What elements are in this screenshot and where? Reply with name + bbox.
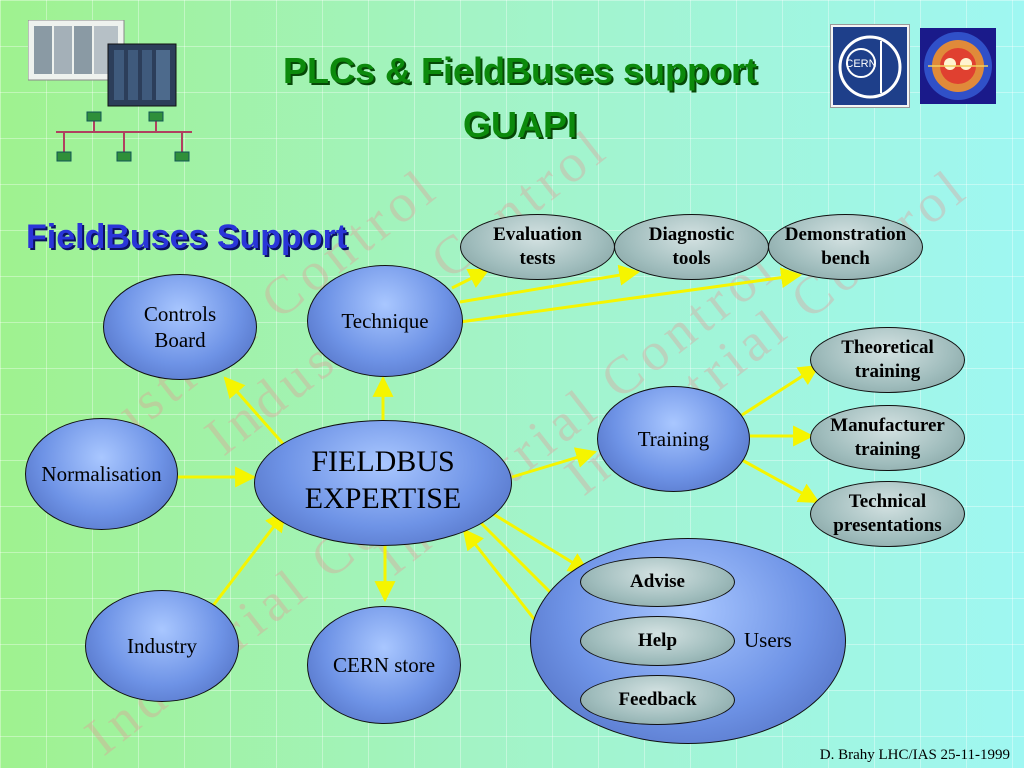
section-subtitle: FieldBuses Support	[26, 218, 348, 256]
node-feedback-label: Feedback	[618, 689, 697, 711]
node-feedback: Feedback	[580, 675, 735, 725]
arrow-to-evaluation-tests	[451, 268, 490, 290]
cern-logo-text: CERN	[845, 58, 876, 70]
node-users-label: Users	[744, 628, 792, 652]
arrow-to-demonstration-bench	[459, 267, 803, 324]
node-controls-board: Controls Board	[103, 274, 257, 380]
node-cern-store: CERN store	[307, 606, 461, 724]
node-diagnostic-tools-label: Diagnostic tools	[648, 224, 735, 269]
node-evaluation-tests: Evaluation tests	[460, 214, 615, 280]
node-fieldbus-expertise-label: FIELDBUS EXPERTISE	[304, 444, 462, 516]
page-title-line2: GUAPI	[462, 104, 577, 145]
node-evaluation-tests-label: Evaluation tests	[493, 224, 582, 269]
node-technical-presentations: Technical presentations	[810, 481, 965, 547]
footer-credit: D. Brahy LHC/IAS 25-11-1999	[819, 747, 1010, 763]
node-technical-presentations-label: Technical presentations	[833, 491, 942, 536]
node-normalisation: Normalisation	[25, 418, 178, 530]
node-help-label: Help	[637, 630, 678, 652]
node-demonstration-bench: Demonstration bench	[768, 214, 923, 280]
node-theoretical-training-label: Theoretical training	[841, 337, 934, 382]
page-title-line1: PLCs & FieldBuses support	[282, 50, 758, 91]
arrow-to-diagnostic-tools	[459, 264, 641, 304]
particle-collision-image	[920, 28, 996, 104]
node-manufacturer-training-label: Manufacturer training	[830, 415, 945, 460]
node-training-label: Training	[637, 426, 710, 451]
node-diagnostic-tools: Diagnostic tools	[614, 214, 769, 280]
cern-logo: CERN	[830, 24, 910, 108]
plc-hardware-image	[27, 19, 188, 120]
node-advise-label: Advise	[630, 571, 685, 593]
node-training: Training	[597, 386, 750, 492]
node-manufacturer-training: Manufacturer training	[810, 405, 965, 471]
node-cern-store-label: CERN store	[332, 652, 436, 677]
node-theoretical-training: Theoretical training	[810, 327, 965, 393]
arrow-to-technical-presentations	[741, 458, 820, 504]
node-normalisation-label: Normalisation	[41, 461, 162, 486]
node-fieldbus-expertise: FIELDBUS EXPERTISE	[254, 420, 512, 546]
network-topology-icon	[52, 110, 197, 166]
arrow-to-advise	[489, 510, 590, 574]
arrow-to-theoretical-training	[741, 364, 820, 417]
node-industry: Industry	[85, 590, 239, 702]
arrow-to-training	[511, 447, 598, 479]
arrow-from-industry	[210, 510, 287, 608]
node-technique: Technique	[307, 265, 463, 377]
node-demonstration-bench-label: Demonstration bench	[784, 224, 907, 269]
node-technique-label: Technique	[341, 308, 429, 333]
node-help: Help	[580, 616, 735, 666]
arrow-to-controls-board	[223, 376, 287, 447]
node-industry-label: Industry	[127, 633, 197, 658]
node-controls-board-label: Controls Board	[143, 301, 217, 352]
node-advise: Advise	[580, 557, 735, 607]
